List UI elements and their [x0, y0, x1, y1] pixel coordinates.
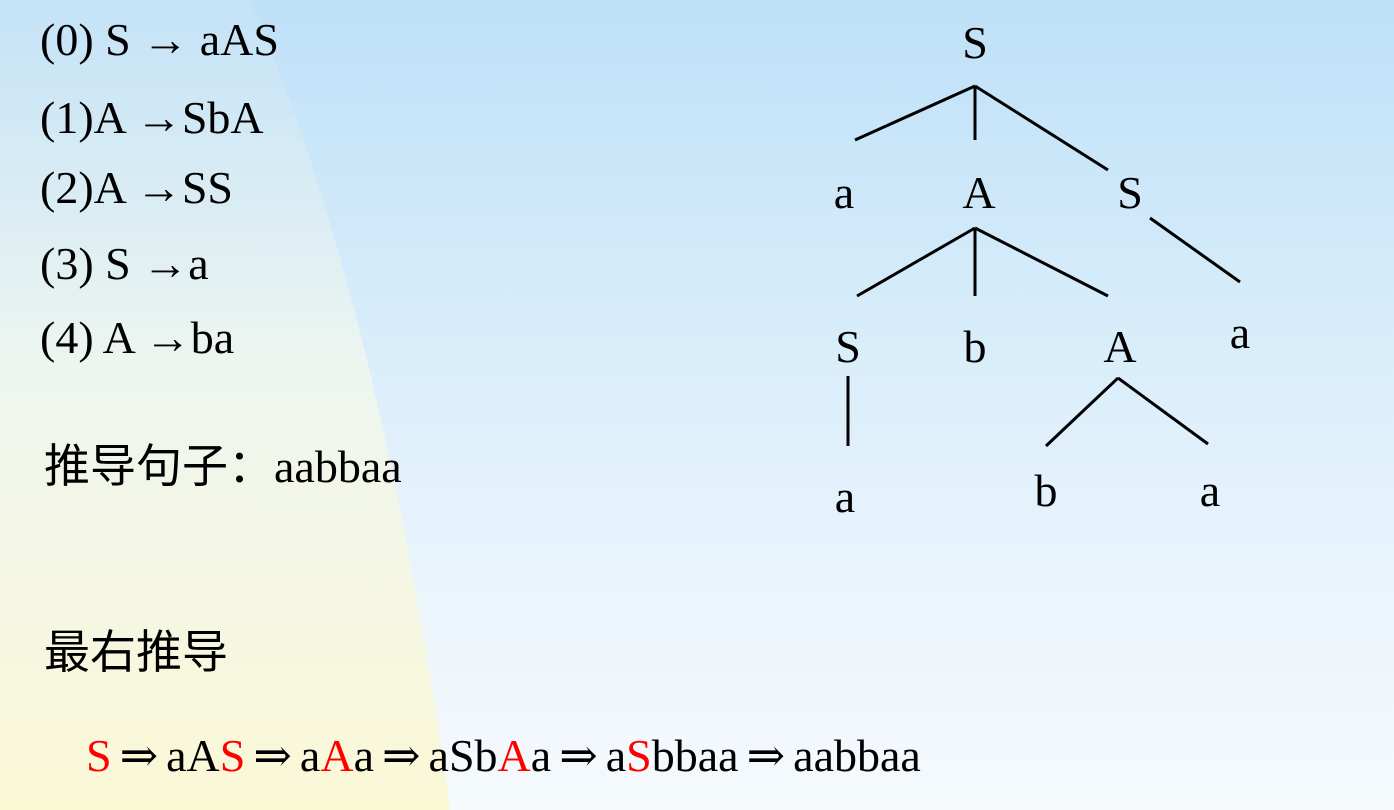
derive-arrow: ⇒: [382, 730, 421, 781]
step-suffix: a: [530, 730, 552, 781]
step-prefix: aA: [166, 730, 220, 781]
node-l2-0: S: [835, 321, 861, 372]
derive-arrow: ⇒: [559, 730, 598, 781]
step-suffix: a: [353, 730, 374, 781]
step-highlight: S: [626, 730, 652, 781]
step-highlight: S: [219, 730, 246, 781]
derivation-step: aAS: [166, 730, 245, 781]
derivation-step: aSbbaa: [606, 730, 739, 781]
derivation-step: aAa: [300, 730, 374, 781]
edge-root-a: [854, 84, 976, 142]
node-root: S: [962, 17, 988, 68]
derivation-step: aabbaa: [793, 730, 921, 781]
node-l3-2: a: [1200, 465, 1220, 516]
step-highlight: S: [86, 730, 112, 781]
step-suffix: bbaa: [651, 730, 739, 781]
node-l2-3: a: [1230, 307, 1250, 358]
step-highlight: A: [497, 730, 531, 781]
edge-A2-a: [1117, 376, 1209, 446]
derive-arrow: ⇒: [253, 730, 292, 781]
edge-root-S: [974, 84, 1109, 172]
node-l3-0: a: [835, 471, 855, 522]
rightmost-derivation-title: 最右推导: [44, 625, 228, 679]
edge-A-S: [856, 226, 976, 298]
edge-A-A: [974, 226, 1109, 298]
node-l1-0: a: [834, 167, 854, 218]
grammar-rule-2: (2)A →SS: [40, 162, 233, 213]
step-highlight: A: [320, 730, 354, 781]
step-prefix: a: [605, 730, 627, 781]
step-prefix: a: [299, 730, 321, 781]
edge-A2-b: [1044, 376, 1120, 448]
node-l2-1: b: [964, 321, 987, 372]
node-l1-1: A: [962, 167, 995, 218]
derivation-line: S⇒aAS⇒aAa⇒aSbAa⇒aSbbaa⇒aabbaa: [86, 728, 921, 784]
derivation-step: aSbAa: [429, 730, 552, 781]
step-prefix: aabbaa: [793, 730, 921, 781]
node-l2-2: A: [1103, 321, 1136, 372]
grammar-rule-4: (4) A →ba: [40, 312, 235, 363]
sentence-label: 推导句子：: [44, 439, 274, 493]
step-prefix: aSb: [428, 730, 498, 781]
derivation-step: S: [86, 730, 112, 781]
node-l3-1: b: [1035, 465, 1058, 516]
edge-S-a: [1149, 216, 1241, 284]
derive-arrow: ⇒: [119, 730, 159, 781]
sentence-line: 推导句子：aabbaa: [44, 438, 402, 495]
grammar-rule-1: (1)A →SbA: [40, 92, 264, 143]
grammar-rule-3: (3) S →a: [40, 238, 209, 289]
grammar-rule-0: (0) S → aAS: [40, 14, 279, 65]
sentence-value: aabbaa: [274, 441, 402, 492]
node-l1-2: S: [1117, 167, 1143, 218]
derive-arrow: ⇒: [746, 730, 786, 781]
